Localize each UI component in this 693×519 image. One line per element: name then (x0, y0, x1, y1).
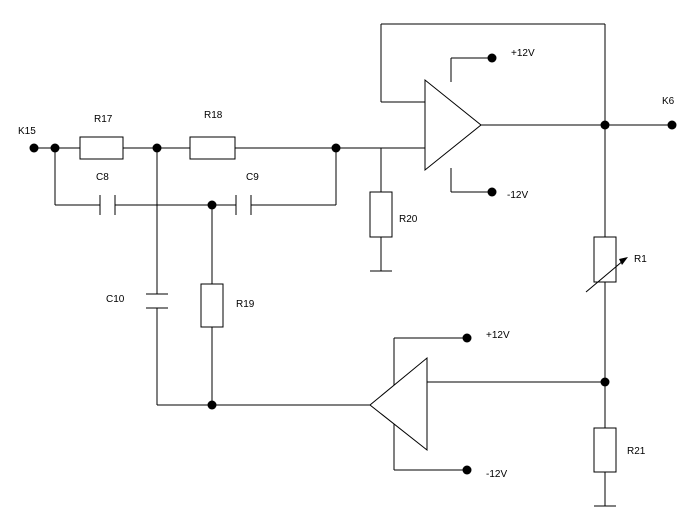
label-top-pos-supply: +12V (511, 48, 535, 59)
capacitor-c10 (146, 293, 168, 309)
resistor-r19 (200, 283, 224, 328)
label-bottom-pos-supply: +12V (486, 330, 510, 341)
label-bottom-neg-supply: -12V (486, 469, 507, 480)
capacitor-c8 (99, 195, 116, 215)
potentiometer-r1 (585, 236, 628, 293)
label-r17: R17 (94, 114, 113, 125)
label-k15: K15 (18, 126, 36, 137)
wires (34, 23, 672, 507)
opamp-top (424, 78, 482, 172)
label-k6: K6 (662, 96, 675, 107)
resistor-r17 (79, 136, 124, 160)
resistor-r20 (369, 191, 393, 238)
resistor-r21 (593, 427, 617, 473)
junctions (29, 53, 677, 475)
terminal-k15-dot (29, 143, 39, 153)
label-c10: C10 (106, 294, 125, 305)
label-top-neg-supply: -12V (507, 190, 528, 201)
label-r21: R21 (627, 446, 646, 457)
label-c9: C9 (246, 172, 259, 183)
label-r19: R19 (236, 299, 255, 310)
label-r18: R18 (204, 110, 223, 121)
terminal-k6-dot (667, 120, 677, 130)
label-r1: R1 (634, 254, 647, 265)
opamp-bottom (369, 356, 428, 452)
resistor-r18 (189, 136, 236, 160)
label-r20: R20 (399, 214, 418, 225)
label-c8: C8 (96, 172, 109, 183)
capacitor-c9 (235, 195, 252, 215)
